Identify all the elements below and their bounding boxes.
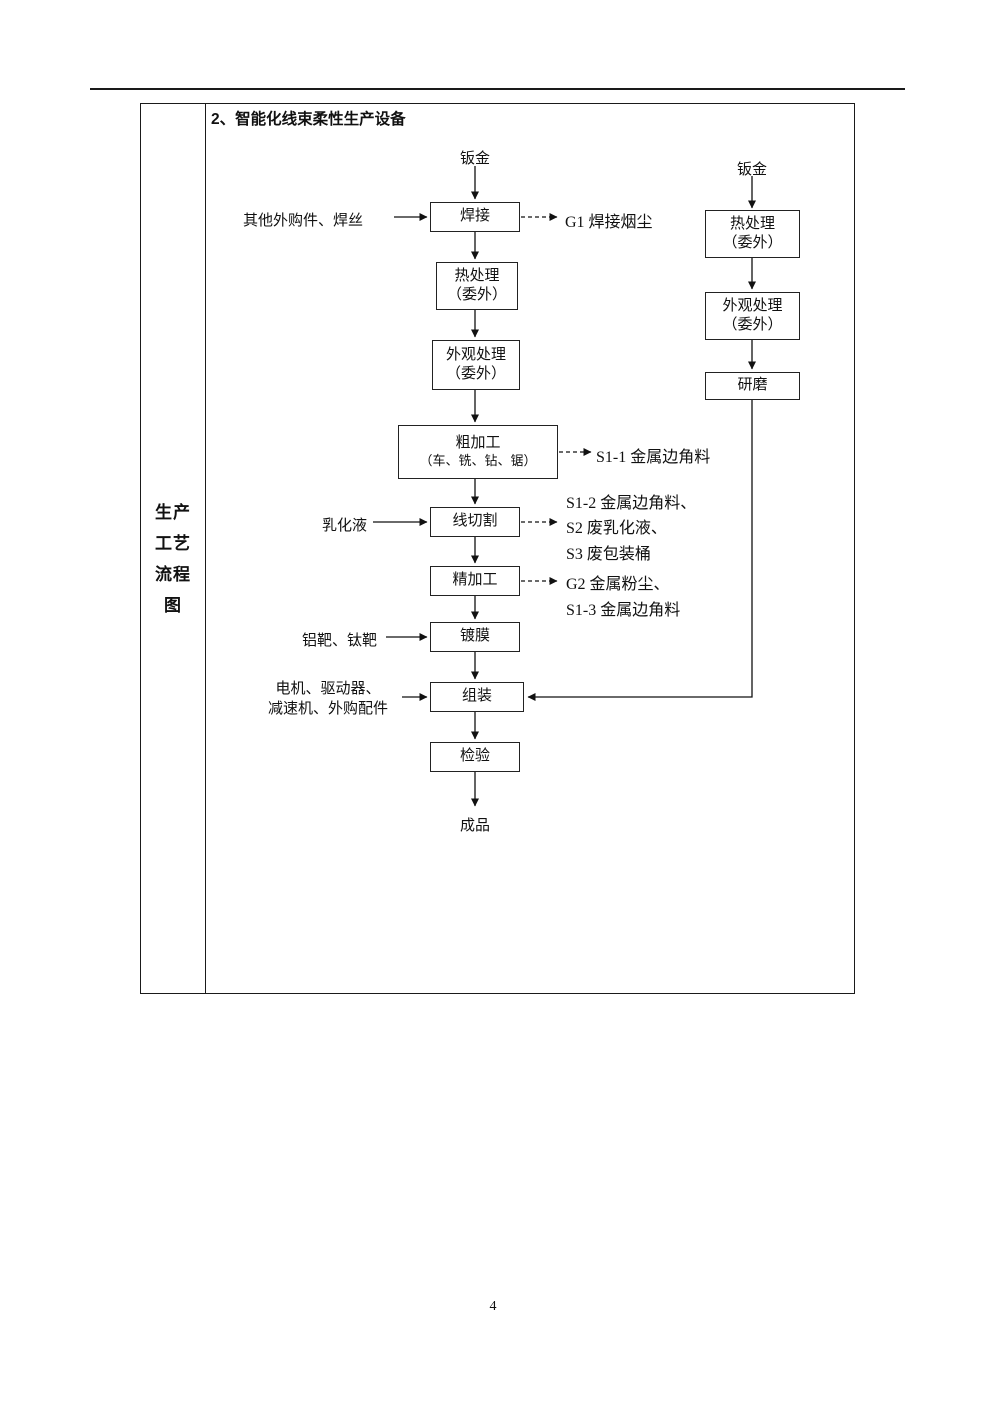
- process-box-surface-treatment: 外观处理 （委外）: [432, 340, 520, 390]
- process-box-heat-treatment: 热处理 （委外）: [436, 262, 518, 310]
- process-box-sublabel: （车、铣、钻、锯）: [419, 453, 537, 469]
- output-label-finished-product: 成品: [459, 818, 490, 834]
- process-box-label: 外观处理: [722, 297, 783, 314]
- process-box-label: 组装: [461, 688, 492, 705]
- input-label-sheet-metal-main: 钣金: [459, 151, 490, 167]
- process-box-fine-machining: 精加工: [430, 566, 520, 596]
- row-header-label: 生产 工艺 流程 图: [140, 497, 206, 621]
- process-box-wire-cutting: 线切割: [430, 507, 520, 537]
- process-box-rough-machining: 粗加工 （车、铣、钻、锯）: [398, 425, 558, 479]
- process-box-label: 研磨: [737, 377, 768, 394]
- process-box-label: 线切割: [452, 513, 498, 530]
- process-box-label: 热处理: [454, 267, 500, 284]
- table-column-divider: [205, 103, 207, 994]
- process-box-assembly: 组装: [430, 682, 524, 712]
- emission-label-s2: S2 废乳化液、: [566, 520, 667, 537]
- process-box-label: 热处理: [729, 215, 775, 232]
- process-box-inspection: 检验: [430, 742, 520, 772]
- process-box-label: 外观处理: [445, 346, 506, 363]
- process-box-welding: 焊接: [430, 202, 520, 232]
- process-box-heat-treatment-right: 热处理 （委外）: [705, 210, 800, 258]
- process-box-surface-treatment-right: 外观处理 （委外）: [705, 292, 800, 340]
- process-box-grinding: 研磨: [705, 372, 800, 400]
- process-box-label: 精加工: [452, 572, 498, 589]
- process-box-label: （委外）: [446, 287, 507, 303]
- emission-label-g1: G1 焊接烟尘: [565, 214, 653, 231]
- process-box-label: 粗加工: [455, 434, 501, 451]
- emission-label-s1-3: S1-3 金属边角料: [566, 602, 681, 619]
- process-box-label: （委外）: [722, 317, 783, 333]
- process-box-label: 检验: [459, 748, 490, 765]
- input-label-targets: 铝靶、钛靶: [302, 633, 378, 649]
- row-header-line: 工艺: [155, 534, 191, 553]
- table-frame: [140, 103, 855, 994]
- input-label-line: 电机、驱动器、: [275, 681, 381, 697]
- row-header-line: 图: [164, 596, 182, 615]
- input-label-emulsion: 乳化液: [322, 518, 368, 534]
- emission-label-s1-2: S1-2 金属边角料、: [566, 495, 697, 512]
- diagram-title: 2、智能化线束柔性生产设备: [211, 111, 406, 128]
- process-box-label: （委外）: [722, 235, 783, 251]
- row-header-line: 生产: [155, 503, 191, 522]
- page-number: 4: [489, 1299, 497, 1314]
- emission-label-s3: S3 废包装桶: [566, 546, 651, 563]
- input-label-assembly-parts: 电机、驱动器、 减速机、外购配件: [254, 679, 402, 719]
- input-label-welding-parts: 其他外购件、焊丝: [243, 213, 364, 229]
- page-header-rule: [90, 88, 905, 90]
- process-box-label: 焊接: [459, 208, 490, 225]
- row-header-line: 流程: [155, 565, 191, 584]
- process-box-label: 镀膜: [459, 628, 490, 645]
- process-box-label: （委外）: [445, 366, 506, 382]
- emission-label-g2: G2 金属粉尘、: [566, 576, 670, 593]
- emission-label-s1-1: S1-1 金属边角料: [596, 449, 711, 466]
- input-label-line: 减速机、外购配件: [267, 701, 388, 717]
- process-box-coating: 镀膜: [430, 622, 520, 652]
- input-label-sheet-metal-right: 钣金: [736, 162, 767, 178]
